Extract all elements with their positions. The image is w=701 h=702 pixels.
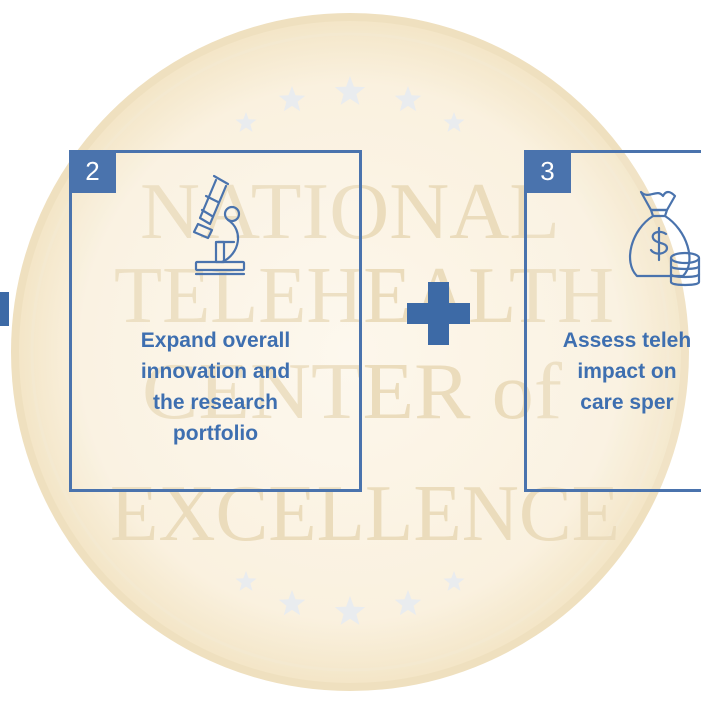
seal-stars-bottom: [235, 571, 465, 625]
money-bag-icon: [628, 190, 701, 287]
seal-star: [278, 86, 306, 112]
seal-star: [235, 112, 257, 132]
step-title: Assess teleh impact on care sper: [497, 325, 701, 418]
step-title-line: innovation and: [140, 360, 291, 383]
seal-star: [235, 571, 257, 591]
step-card-3: 3 Assess teleh impact on care sper: [524, 150, 701, 492]
step-title-line: Assess teleh: [562, 329, 692, 352]
step-title-line: Expand overall: [140, 329, 291, 352]
seal-star: [334, 596, 366, 625]
seal-inner-ring: [30, 32, 670, 672]
seal-line-3: CENTER of: [142, 348, 562, 436]
seal-line-1: NATIONAL: [140, 168, 560, 256]
seal-star: [278, 590, 306, 616]
step-title-line: the research: [153, 391, 278, 414]
seal-star: [394, 86, 422, 112]
step-title-line: impact on: [577, 360, 677, 383]
plus-icon: [407, 282, 470, 345]
seal-star: [334, 76, 366, 105]
seal-star: [394, 590, 422, 616]
seal-stars-top: [235, 76, 465, 132]
seal-star: [443, 112, 465, 132]
step-number-badge: 3: [524, 150, 571, 193]
seal-disc: [11, 13, 689, 691]
seal-line-4: EXCELLENCE: [110, 470, 620, 558]
step-title-line: portfolio: [172, 422, 259, 445]
previous-step-connector: [0, 292, 9, 326]
step-title: Expand overall innovation and the resear…: [72, 325, 359, 449]
microscope-icon: [192, 174, 246, 276]
step-card-2: 2 Expand overall innovation and the rese…: [69, 150, 362, 492]
step-title-line: care sper: [580, 391, 674, 414]
seal-line-2: TELEHEALTH: [114, 252, 614, 340]
seal-star: [443, 571, 465, 591]
step-number-badge: 2: [69, 150, 116, 193]
